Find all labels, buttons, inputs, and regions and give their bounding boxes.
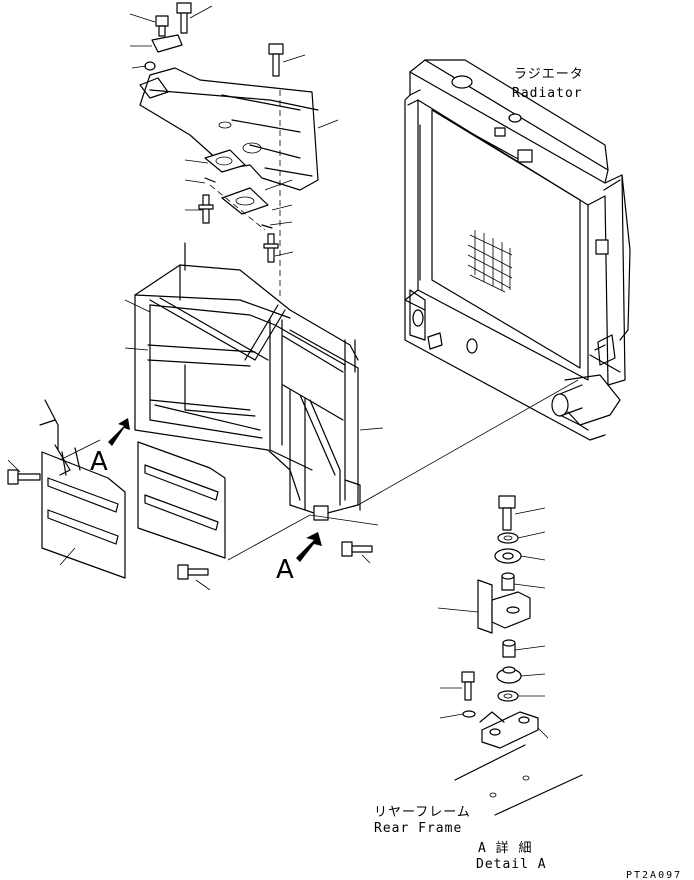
rear-frame-label-en: Rear Frame — [374, 821, 462, 836]
detail-a-bolt-lower — [461, 671, 475, 701]
bolt-left — [7, 469, 41, 485]
detail-a-collar-upper — [501, 572, 515, 591]
view-arrow-a-left: A — [90, 418, 130, 477]
bolt-bottom-center — [177, 564, 209, 580]
radiator-core-mesh — [467, 230, 513, 293]
detail-a-bracket — [477, 579, 531, 634]
radiator — [404, 59, 631, 441]
side-panel-left — [41, 444, 126, 579]
view-arrow-a-right: A — [276, 532, 322, 585]
bolt-top-center — [176, 2, 192, 34]
detail-a-mount-rubber-upper — [494, 548, 522, 564]
detail-a-bolt — [498, 495, 516, 531]
side-panel-right — [137, 441, 226, 559]
small-nut-left — [144, 61, 156, 71]
detail-a-collar-lower — [502, 639, 516, 658]
panel-hook — [44, 399, 59, 451]
detail-a-label-en: Detail A — [476, 857, 547, 872]
detail-a-washer-small — [462, 710, 476, 718]
detail-a-washer-upper — [497, 532, 519, 544]
view-marker-left: A — [90, 447, 108, 477]
bolt-top-right — [268, 43, 284, 77]
bolt-bottom-right — [341, 541, 373, 557]
drawing-code: PT2A097 — [626, 870, 682, 880]
detail-a-plate — [479, 711, 539, 749]
stud-pins — [198, 177, 279, 263]
detail-a-label-jp: A 詳 細 — [478, 840, 532, 856]
bolt-top-left — [155, 15, 169, 37]
cover-gasket-upper — [204, 149, 246, 173]
bracket-clip — [139, 34, 183, 99]
panel-hook-tab — [39, 419, 56, 426]
detail-a-mount-rubber-lower — [496, 666, 522, 684]
radiator-label-en: Radiator — [512, 86, 583, 101]
radiator-guard-frame — [134, 242, 361, 521]
cover-gasket-lower — [221, 187, 269, 215]
detail-a-washer-lower — [497, 690, 519, 702]
view-marker-right: A — [276, 555, 294, 585]
rear-frame-label-jp: リヤーフレーム — [374, 805, 471, 820]
radiator-label-jp: ラジエータ — [514, 67, 584, 82]
callout-leaders — [7, 5, 549, 739]
rear-frame-outline — [454, 744, 583, 816]
top-cover-plate — [139, 67, 319, 191]
